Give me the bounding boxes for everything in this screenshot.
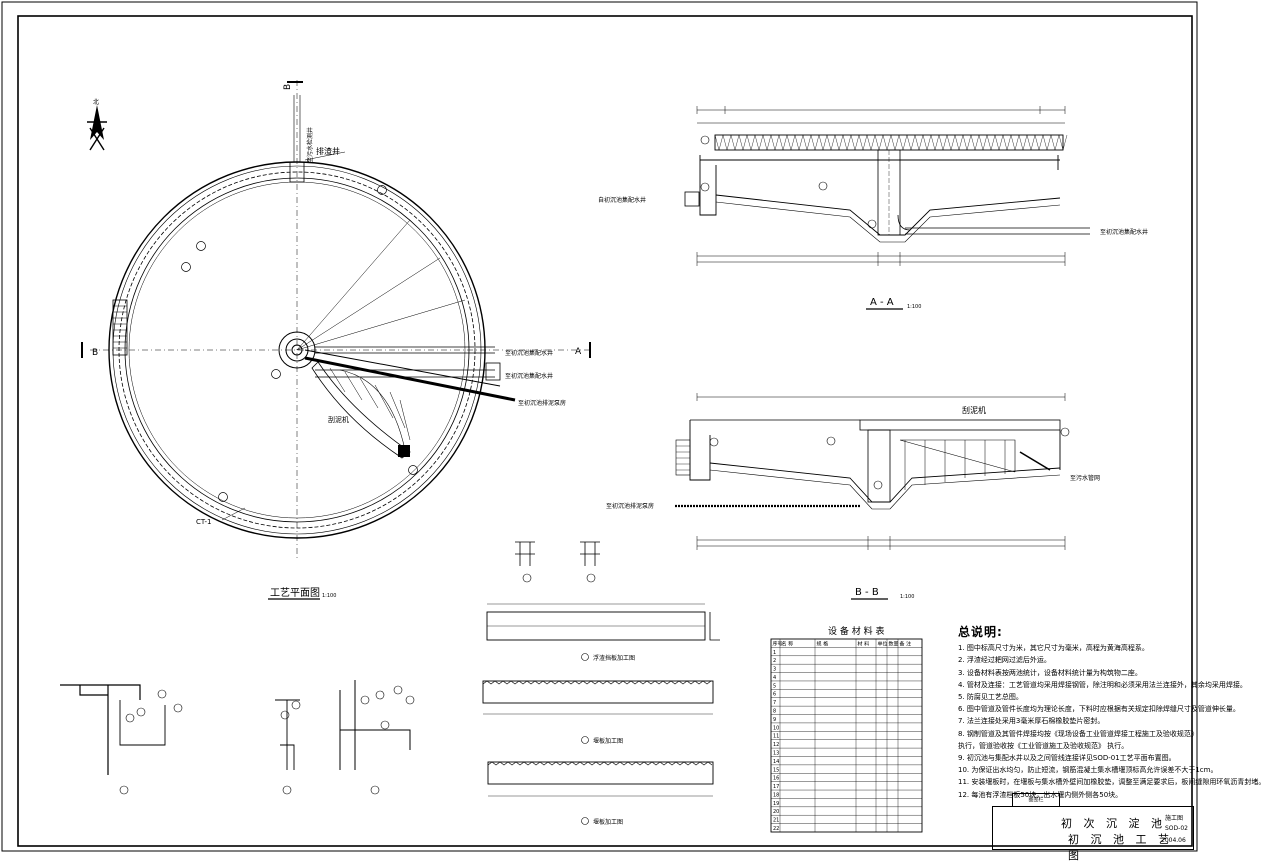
table-row-number: 8 [773, 709, 776, 715]
title-block-stamp: 图签栏 [1012, 793, 1060, 807]
section-aa-scale: 1:100 [907, 304, 921, 310]
table-header-cell: 名 称 [782, 640, 794, 647]
note-item: 2. 浮渣经过耙网过滤后外运。 [958, 656, 1051, 665]
note-item: 3. 设备材料表按两池统计，设备材料统计量为构筑物二座。 [958, 668, 1142, 677]
note-item: 执行，管道验收按《工业管道施工及验收规范》 执行。 [958, 741, 1129, 750]
table-row-number: 4 [773, 675, 776, 681]
weir-detail-title-2: 堰板加工图 [593, 818, 623, 826]
table-row-number: 11 [773, 734, 779, 740]
table-row-number: 16 [773, 776, 779, 782]
note-item: 12. 每池有浮渣档板50块，出水堰内侧外侧各50块。 [958, 790, 1123, 799]
node-details [60, 541, 600, 795]
bb-scraper-label: 刮泥机 [962, 405, 986, 415]
section-bb-scale: 1:100 [900, 594, 914, 600]
table-row-number: 14 [773, 759, 779, 765]
note-item: 7. 法兰连接处采用3毫米厚石棉橡胶垫片密封。 [958, 717, 1105, 726]
table-row-number: 10 [773, 725, 779, 731]
equipment-table: 设 备 材 料 表 序号名 称规 格材 料单位数量备 注123456789101… [770, 625, 923, 833]
section-bb-title: B - B [855, 587, 879, 598]
table-row-number: 19 [773, 801, 779, 807]
note-item: 10. 为保证出水均匀，防止短流，钢筋混凝土集水槽堰顶标高允许误差不大于1cm。 [958, 766, 1218, 775]
section-b-marker-top: B [283, 84, 293, 90]
table-header-cell: 单位 [878, 640, 888, 647]
section-aa: 自初沉池集配水井 至初沉池集配水井 A - A 1:100 [598, 106, 1148, 310]
notes-title: 总说明: [958, 625, 1003, 639]
table-row-number: 1 [773, 650, 776, 656]
inner-frame [17, 15, 1193, 847]
bb-drain-label: 至污水管网 [1070, 474, 1100, 482]
stair-icon [112, 299, 128, 356]
plan-view: 北 排渣井 至污水检测 [81, 80, 591, 600]
table-row-number: 21 [773, 818, 779, 824]
drawing-sheet: 北 排渣井 至污水检测 [1, 1, 1198, 852]
note-item: 6. 图中管道及管件长度均为理论长度，下料时应根据有关规定扣除焊缝尺寸及管道伸长… [958, 705, 1240, 714]
plate-details: 浮渣挡板加工图 堰板加工图 堰板加工图 [482, 603, 720, 826]
table-row-number: 5 [773, 683, 776, 689]
table-row-number: 12 [773, 742, 779, 748]
scum-pipe-label: 至污水检测井 [306, 127, 314, 163]
aa-inlet-label: 自初沉池集配水井 [598, 196, 646, 204]
scum-well-label: 排渣井 [316, 146, 340, 156]
table-row-number: 17 [773, 784, 779, 790]
project-name: 初 次 沉 淀 池 [1061, 817, 1166, 830]
table-header-cell: 规 格 [817, 640, 829, 647]
note-item: 4. 管材及连接：工艺管道均采用焊接钢管，除注明和必须采用法兰连接外，其余均采用… [958, 680, 1247, 689]
drawing-name: 初 沉 池 工 艺 图 [1068, 833, 1173, 862]
plan-scraper-label: 刮泥机 [328, 415, 349, 424]
table-header-cell: 序号 [773, 640, 783, 647]
plan-sludge-label: 至初沉池排泥泵房 [518, 399, 566, 407]
table-row-number: 9 [773, 717, 776, 723]
note-item: 9. 初沉池与集配水井以及之间管线连接详见SOD-01工艺平面布置图。 [958, 754, 1176, 763]
general-notes: 总说明: 1. 图中标高尺寸为米，其它尺寸为毫米，高程为黄海高程系。 2. 浮渣经… [958, 625, 1265, 801]
table-header-cell: 数量 [889, 640, 899, 647]
table-row-number: 3 [773, 667, 776, 673]
table-row-number: 7 [773, 700, 776, 706]
note-item: 1. 图中标高尺寸为米，其它尺寸为毫米，高程为黄海高程系。 [958, 644, 1149, 653]
notes-list: 1. 图中标高尺寸为米，其它尺寸为毫米，高程为黄海高程系。 2. 浮渣经过耙网过滤… [958, 642, 1265, 801]
table-header-cell: 材 料 [858, 640, 870, 647]
table-row-number: 6 [773, 692, 776, 698]
ct-tag: CT-1 [196, 518, 212, 526]
note-item: 5. 防腐见工艺总图。 [958, 693, 1023, 702]
table-row-number: 18 [773, 792, 779, 798]
title-block: 初 次 沉 淀 池 初 沉 池 工 艺 图 施工图 SOD-02 2004.06 [992, 806, 1194, 862]
plan-scale: 1:100 [322, 593, 336, 599]
table-row-number: 2 [773, 658, 776, 664]
drawing-code: SOD-02 [1165, 825, 1188, 832]
table-row-number: 20 [773, 809, 779, 815]
plan-overflow-label: 至初沉池集配水井 [505, 372, 553, 380]
plan-title: 工艺平面图 [270, 587, 320, 599]
plan-outlet-label: 至初沉池集配水井 [505, 349, 553, 357]
aa-outlet-label: 至初沉池集配水井 [1100, 228, 1148, 236]
section-b-marker-left: B [92, 348, 98, 358]
table-row-number: 22 [773, 826, 779, 832]
weir-detail-title-1: 堰板加工图 [593, 737, 623, 745]
equipment-table-title: 设 备 材 料 表 [828, 625, 884, 637]
note-item: 8. 钢制管道及其管件焊接均按《现场设备工业管道焊接工程施工及验收规范》 [958, 729, 1198, 738]
bb-sludge-label: 至初沉池排泥泵房 [606, 502, 654, 510]
section-a-marker-right: A [575, 347, 582, 357]
baffle-detail-title: 浮渣挡板加工图 [593, 654, 635, 662]
north-arrow-icon: 北 [87, 98, 107, 151]
outer-border [1, 1, 1198, 852]
table-row-number: 13 [773, 750, 779, 756]
design-stage: 施工图 [1165, 815, 1184, 822]
section-aa-title: A - A [870, 297, 894, 308]
section-bb: 刮泥机 至初沉池排泥泵房 至污水管网 B - B 1:100 [606, 393, 1100, 600]
drawing-date: 2004.06 [1161, 837, 1186, 844]
table-header-cell: 备 注 [900, 640, 912, 647]
note-item: 11. 安装堰板时，在堰板与集水槽外壁间加橡胶垫，调整至满足要求后，板间缝隙用环… [958, 778, 1265, 787]
svg-text:北: 北 [93, 98, 99, 106]
table-row-number: 15 [773, 767, 779, 773]
